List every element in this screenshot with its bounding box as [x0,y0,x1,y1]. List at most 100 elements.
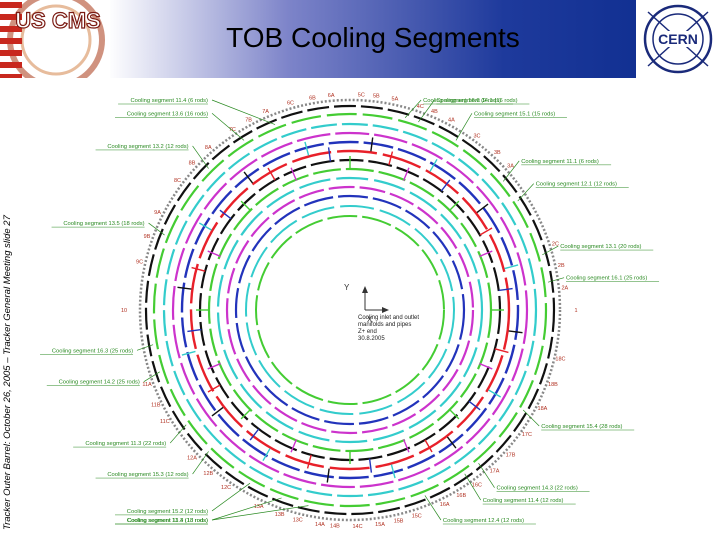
ring-marker: 8C [174,178,181,184]
callout-leader-line [478,463,495,488]
y-axis-label: Y [344,283,350,292]
ring-marker: 3B [494,150,501,156]
callout-label: Cooling segment 11.4 (13 rods) [127,518,208,524]
callout-label: Cooling segment 11.4 (12 rods) [483,498,564,504]
radial-connector [440,179,451,192]
callout-leader-line [148,222,165,236]
callout-lines [136,99,565,521]
ring-marker: 1 [574,308,577,314]
radial-connector [468,400,481,411]
ring-marker: 7C [229,127,236,133]
callout-leader-line [211,112,245,141]
radial-connector [424,439,433,453]
ring-marker: 18A [538,406,548,412]
ring-marker: 9A [154,210,161,216]
ring-marker: 9C [136,259,143,265]
ring-marker: 12C [221,485,231,491]
ring-marker: 16A [440,502,450,508]
ring-marker: 11B [151,403,161,409]
radial-connector [368,458,373,473]
ring-marker: 12B [203,471,213,477]
radial-connector [327,147,332,162]
uscms-flag-icon: US CMS [0,0,110,78]
callout-leader-line [211,482,251,512]
ring-marker: 3C [473,133,480,139]
ring-marker: 17B [506,453,516,459]
ring-marker: 8A [205,145,212,151]
radial-connector [207,384,221,393]
ring-marker: 4A [448,117,455,123]
ring-marker: 2B [558,263,565,269]
callout-label: Cooling segment 14.2 (25 rods) [59,380,140,386]
radial-connector [448,200,460,212]
ring-marker: 16C [472,483,482,489]
ring-marker: 13A [254,504,264,510]
slide-title: TOB Cooling Segments [226,22,520,53]
radial-connector [249,428,260,441]
callout-labels: Cooling segment 16.6 (9 rods)Cooling seg… [40,98,660,525]
ring-marker: 4B [431,109,438,115]
callout-leader-line [211,497,282,521]
callout-leader-line [192,451,209,475]
ring-marker: 18B [548,382,558,388]
callout-label: Cooling segment 12.1 (12 rods) [536,182,617,188]
ring-marker: 16B [456,493,466,499]
ring-marker: 7B [245,117,252,123]
radial-connector [181,350,196,356]
radial-connector [207,362,221,370]
callout-label: Cooling segment 11.3 (22 rods) [85,441,166,447]
callout-leader-line [211,505,309,521]
radial-connector [290,167,298,181]
cooling-rings [138,98,562,522]
ring-markers: 111103C3B3A4A4B4C5A5B5C6A6B6C7A7B7C8A8B8… [121,92,578,530]
ring-marker: 15A [375,522,385,528]
callout-leader-line [502,160,520,182]
radial-connector [211,406,224,417]
callout-label: Cooling segment 15.4 (28 rods) [541,424,622,430]
y-axis-arrow-icon [362,286,368,293]
cyan-ring-outer [162,122,538,498]
cooling-segments-diagram: 111103C3B3A4A4B4C5A5B5C6A6B6C7A7B7C8A8B8… [40,92,660,530]
side-footer: Tracker Outer Barrel: October 26, 2005 –… [2,215,13,530]
center-note-line-2: manifolds and pipes [358,322,411,328]
callout-leader-line [517,183,534,202]
callout-label: Cooling segment 13.2 (12 rods) [107,144,188,150]
ring-marker: 3A [507,163,514,169]
ring-marker: 5A [392,97,399,103]
callout-label: Cooling segment 11.1 (6 rods) [521,159,599,165]
green-ring-outer [152,112,548,508]
callout-label: Cooling segment 13.5 (18 rods) [63,221,144,227]
center-axes: Y X [344,283,389,324]
ring-marker: 6B [309,95,316,101]
radial-connector [370,137,374,152]
callout-label: Cooling segment 13.1 (20 rods) [560,244,641,250]
radial-connector [508,330,523,334]
callout-leader-line [143,371,160,382]
radial-connector [390,464,396,479]
radial-connector [290,439,298,453]
callout-leader-line [542,245,559,256]
radial-connector [191,266,206,272]
radial-connector [402,167,410,181]
center-note-line-1: Cooling inlet and outlet [358,315,419,321]
callout-leader-line [169,424,187,444]
radial-connector [243,171,254,184]
ring-marker: 2C [552,241,559,247]
radial-connector [187,328,202,333]
slide-header: US CMS TOB Cooling Segments CERN [0,0,720,78]
callout-label: Cooling segment 16.3 (25 rods) [52,348,133,354]
ring-marker: 6C [287,100,294,106]
x-axis-label: X [367,315,373,324]
magenta-ring-inner [225,185,475,435]
radial-connector [388,151,394,166]
ring-marker: 4C [417,104,424,110]
ring-marker: 17A [490,469,500,475]
cyan-ring-inner [216,176,484,444]
cern-logo-text: CERN [658,31,698,47]
callout-leader-line [464,473,482,501]
radial-connector [267,167,276,181]
magenta-ring-outer [171,131,529,489]
ring-marker: 14C [352,524,362,530]
callout-leader-line [455,113,473,141]
callout-leader-line [418,99,435,123]
